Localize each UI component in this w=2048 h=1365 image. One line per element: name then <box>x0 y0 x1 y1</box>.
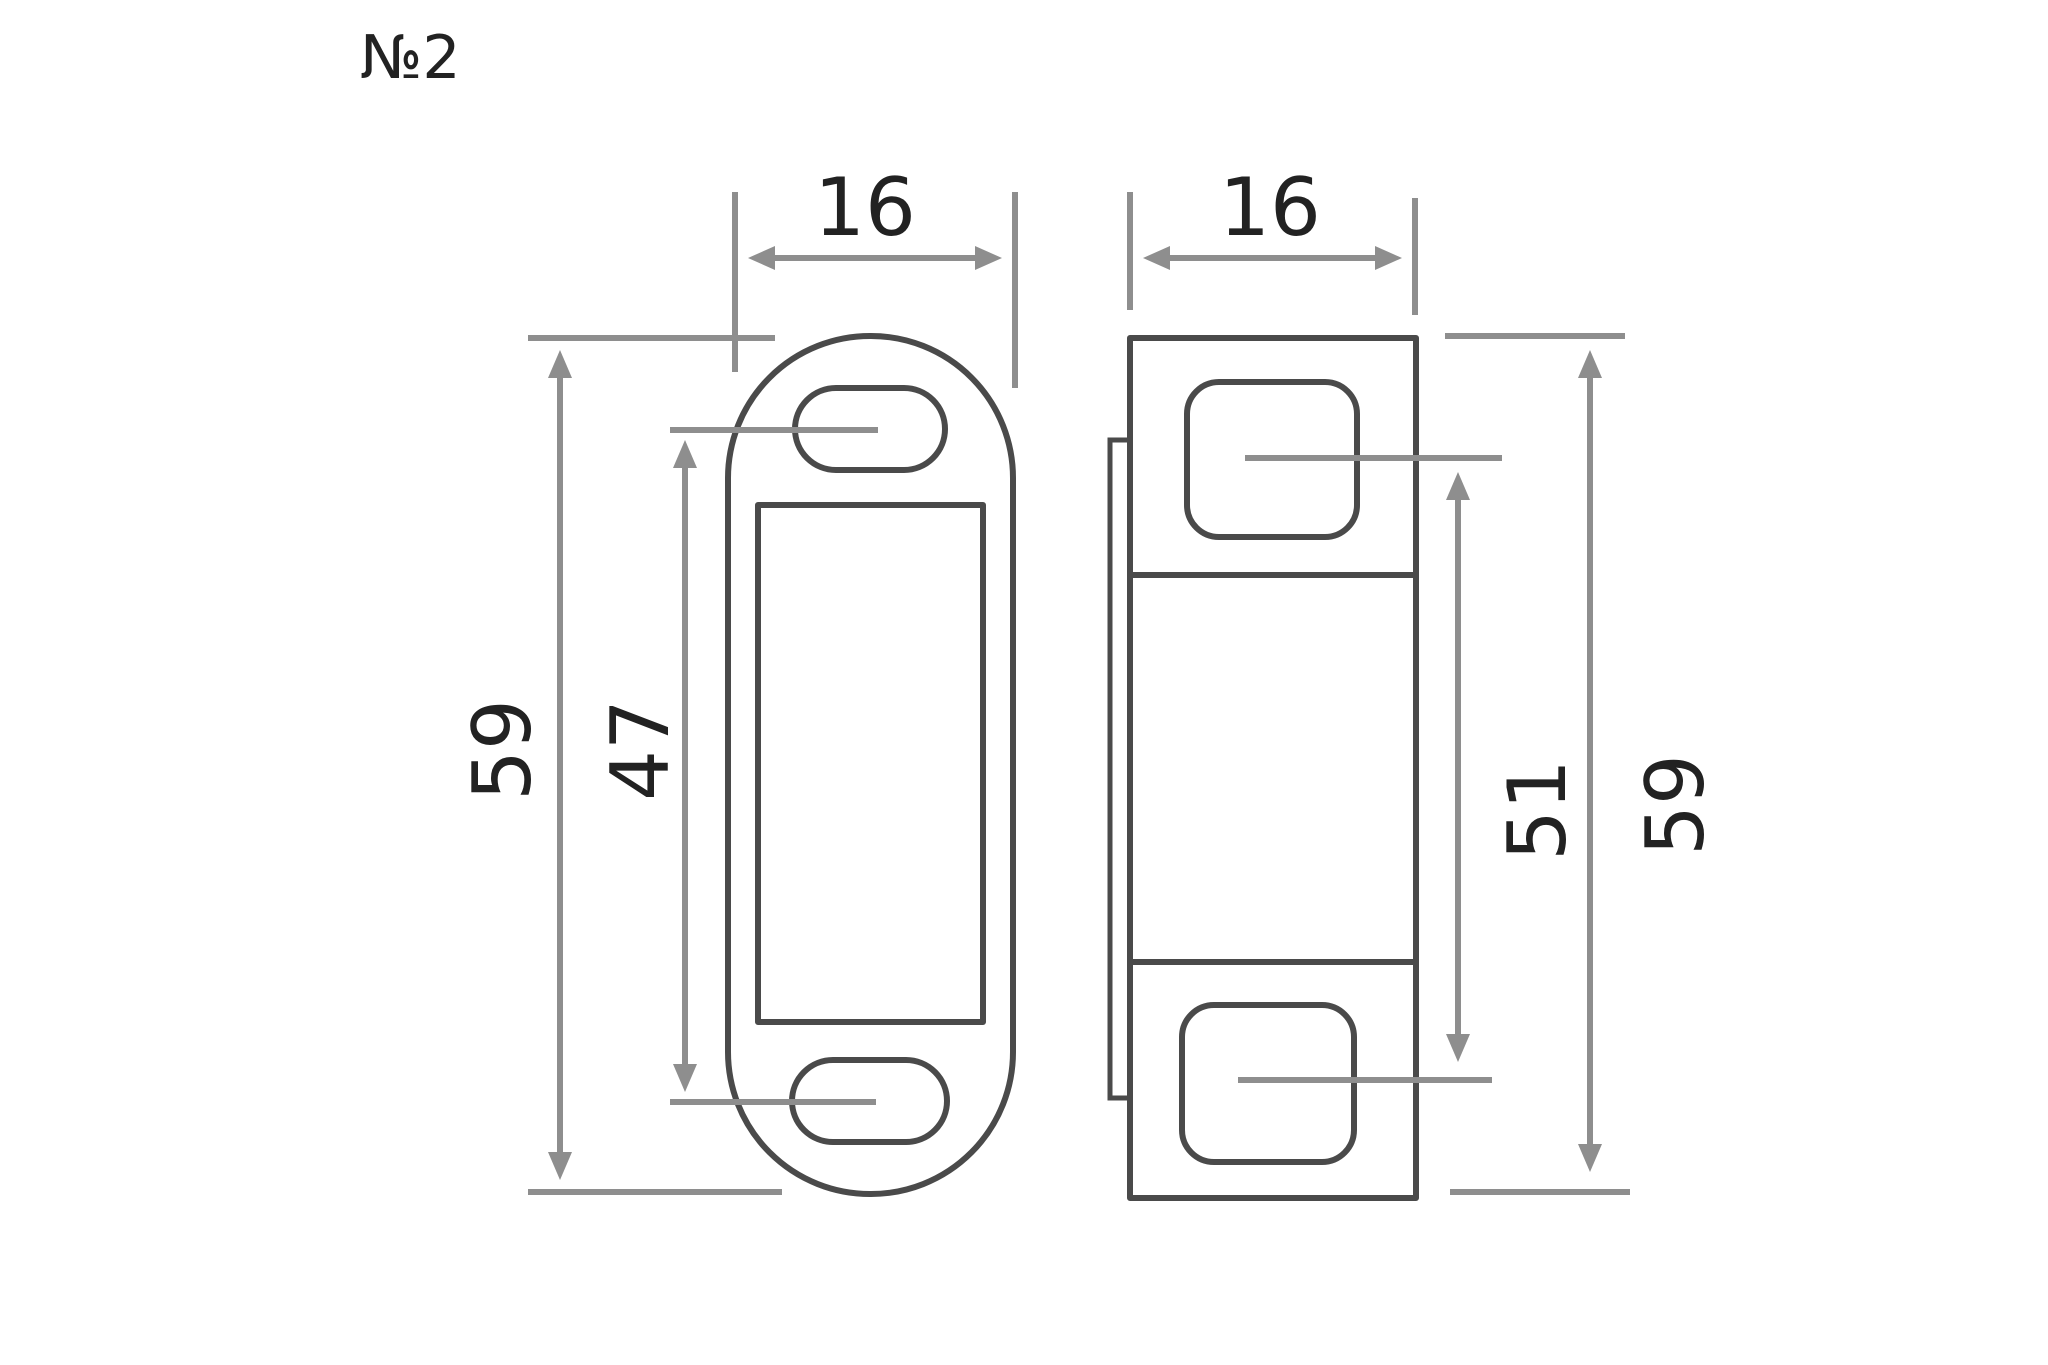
strike-plate-view <box>725 333 1016 1197</box>
right-hole-spacing-dimension: 51 <box>1238 455 1584 1083</box>
arrow-head <box>548 350 572 378</box>
right-height-dimension: 59 <box>1445 333 1722 1195</box>
arrow-head <box>748 246 775 270</box>
left-width-value: 16 <box>814 161 916 254</box>
arrow-head <box>1446 1034 1470 1062</box>
right-height-value: 59 <box>1629 754 1722 856</box>
arrow-head <box>1375 246 1402 270</box>
drawing-number-label: №2 <box>360 23 461 93</box>
left-hole-spacing-value: 47 <box>594 699 687 801</box>
arrow-head <box>673 440 697 468</box>
left-width-dimension: 16 <box>732 161 1018 388</box>
strike-plate-body <box>725 333 1016 1197</box>
left-height-dimension: 59 <box>456 335 782 1195</box>
right-width-value: 16 <box>1219 161 1321 254</box>
right-hole-spacing-value: 51 <box>1491 759 1584 861</box>
arrow-head <box>1143 246 1170 270</box>
arrow-head <box>975 246 1002 270</box>
left-height-value: 59 <box>456 699 549 801</box>
arrow-head <box>548 1152 572 1180</box>
arrow-head <box>1446 472 1470 500</box>
latch-bottom-hole <box>1179 1002 1357 1165</box>
left-hole-spacing-dimension: 47 <box>594 427 878 1105</box>
latch-body-view <box>1107 335 1419 1201</box>
latch-body <box>1127 335 1419 1201</box>
arrow-head <box>1578 350 1602 378</box>
arrow-head <box>673 1064 697 1092</box>
right-width-dimension: 16 <box>1127 161 1418 315</box>
strike-plate-inner-rect <box>755 502 986 1025</box>
arrow-head <box>1578 1144 1602 1172</box>
